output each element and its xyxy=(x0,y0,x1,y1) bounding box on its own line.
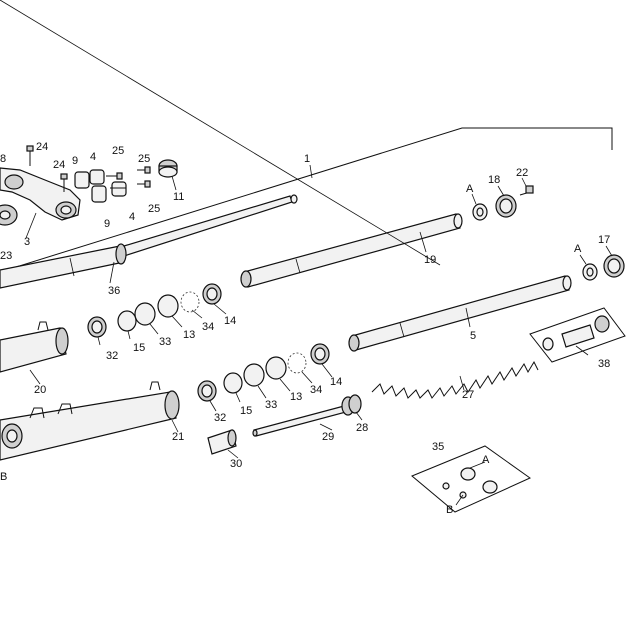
label-9b: 9 xyxy=(104,218,110,230)
label-11: 11 xyxy=(173,191,184,203)
label-13a: 13 xyxy=(183,329,195,341)
label-5: 5 xyxy=(470,330,476,342)
nut-part xyxy=(0,204,18,226)
label-lb1: B xyxy=(446,504,453,516)
top-clamp-part xyxy=(0,167,81,221)
fork-leg-20 xyxy=(0,321,69,373)
upper-seal-set xyxy=(87,283,222,338)
label-36: 36 xyxy=(108,285,120,297)
label-17: 17 xyxy=(598,234,610,246)
label-30: 30 xyxy=(230,458,242,470)
label-27: 27 xyxy=(462,389,474,401)
label-24a: 24 xyxy=(36,141,48,153)
label-8: 8 xyxy=(0,153,6,165)
label-32a: 32 xyxy=(106,350,118,362)
label-25c: 25 xyxy=(148,203,160,215)
top-cap-17 xyxy=(603,254,625,278)
label-lb2: B xyxy=(0,471,7,483)
label-34b: 34 xyxy=(310,384,322,396)
label-la1: A xyxy=(466,183,474,195)
top-cap-18 xyxy=(495,194,517,218)
label-15b: 15 xyxy=(240,405,252,417)
label-21: 21 xyxy=(172,431,184,443)
clamp-block-parts xyxy=(74,169,127,203)
bush-30 xyxy=(207,429,237,455)
label-38: 38 xyxy=(598,358,610,370)
label-la2: A xyxy=(574,243,582,255)
long-tube-part xyxy=(0,194,298,289)
label-29: 29 xyxy=(322,431,334,443)
lower-seal-set xyxy=(197,343,330,402)
label-9a: 9 xyxy=(72,155,78,167)
label-23: 23 xyxy=(0,250,12,262)
label-24b: 24 xyxy=(53,159,65,171)
label-la3: A xyxy=(482,454,490,466)
label-3: 3 xyxy=(24,236,30,248)
fork-tube-5 xyxy=(348,275,572,352)
label-33b: 33 xyxy=(265,399,277,411)
nut-28 xyxy=(341,394,362,416)
spring-27 xyxy=(371,360,539,399)
label-32b: 32 xyxy=(214,412,226,424)
fork-leg-21 xyxy=(0,381,180,461)
label-14b: 14 xyxy=(330,376,342,388)
screw-parts xyxy=(26,145,68,192)
label-15a: 15 xyxy=(133,342,145,354)
bolt-parts xyxy=(106,166,151,189)
assembly-bracket-line xyxy=(0,127,613,273)
label-4b: 4 xyxy=(129,211,135,223)
label-28: 28 xyxy=(356,422,368,434)
fork-tube-19 xyxy=(240,213,463,288)
label-14a: 14 xyxy=(224,315,236,327)
label-1: 1 xyxy=(304,153,310,165)
kit-35-box xyxy=(411,445,531,513)
kit-38-box xyxy=(529,307,626,363)
label-22: 22 xyxy=(516,167,528,179)
label-18: 18 xyxy=(488,174,500,186)
label-34a: 34 xyxy=(202,321,214,333)
label-35: 35 xyxy=(432,441,444,453)
label-13b: 13 xyxy=(290,391,302,403)
label-25b: 25 xyxy=(138,153,150,165)
leader-lines xyxy=(0,0,613,459)
label-33a: 33 xyxy=(159,336,171,348)
cap-part xyxy=(158,159,178,178)
label-25a: 25 xyxy=(112,145,124,157)
label-4a: 4 xyxy=(90,151,96,163)
label-20: 20 xyxy=(34,384,46,396)
screw-22 xyxy=(519,185,534,196)
label-19: 19 xyxy=(424,254,436,266)
part-labels: 1 8 24 24 9 4 25 25 11 25 4 9 3 23 36 19… xyxy=(0,141,610,516)
